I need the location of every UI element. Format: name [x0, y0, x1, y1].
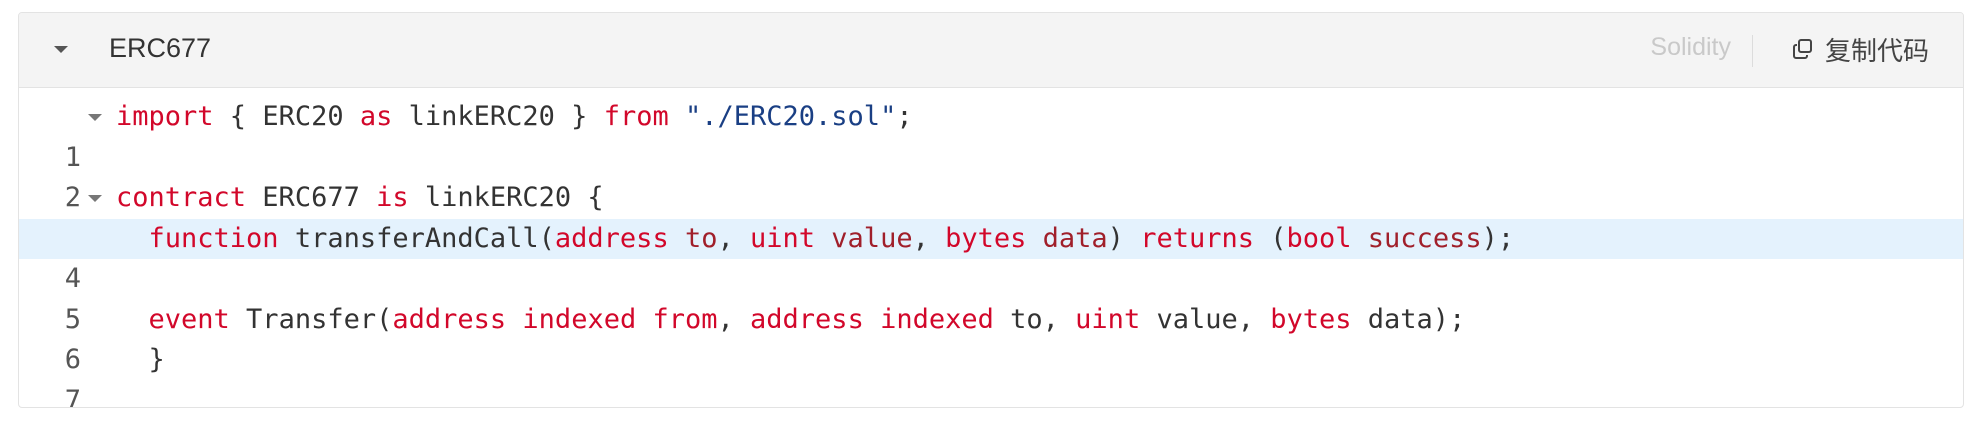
- code-token: [506, 304, 522, 335]
- keyword-token: is: [376, 182, 409, 213]
- keyword-token: address: [750, 303, 864, 335]
- code-token: [669, 223, 685, 254]
- fold-caret-icon[interactable]: [81, 97, 107, 137]
- code-token: }: [116, 344, 165, 375]
- code-token: [1026, 223, 1042, 254]
- code-token: ERC677: [246, 182, 377, 213]
- keyword-token: bool: [1286, 222, 1352, 254]
- line-number: 7: [64, 384, 81, 408]
- code-line: 6 event Transfer(address indexed from, a…: [19, 300, 1963, 376]
- code-line: 3 contract ERC677 is linkERC20 {: [19, 178, 1963, 254]
- copy-icon: [1792, 39, 1812, 59]
- line-number: 2: [64, 182, 81, 213]
- line-number: 1: [64, 141, 81, 173]
- code-token: ,: [912, 222, 946, 254]
- keyword-token: uint: [750, 222, 816, 254]
- code-text: function transferAndCall(address to, uin…: [116, 219, 1515, 260]
- param-token: success: [1367, 222, 1482, 254]
- copy-code-label: 复制代码: [1824, 36, 1929, 67]
- code-line: 7 }: [19, 340, 1963, 407]
- code-token: to,: [993, 303, 1076, 335]
- code-token: ): [1107, 222, 1141, 254]
- header-divider: [1752, 35, 1753, 67]
- code-text: event Transfer(address indexed from, add…: [116, 300, 1466, 341]
- code-token: transferAndCall(: [278, 222, 555, 254]
- code-text: contract ERC677 is linkERC20 {: [116, 178, 604, 219]
- keyword-token: bytes: [1270, 303, 1352, 335]
- code-token: Transfer(: [229, 303, 393, 335]
- code-token: [1352, 223, 1368, 254]
- code-token: linkERC20 }: [392, 101, 604, 132]
- code-token: { ERC20: [213, 101, 360, 132]
- keyword-token: indexed: [880, 303, 994, 335]
- keyword-token: address: [554, 222, 669, 254]
- fold-caret-icon[interactable]: [81, 178, 107, 218]
- code-block-header: ERC677 Solidity 复制代码: [19, 13, 1963, 88]
- code-token: [116, 304, 149, 335]
- code-line-highlighted: 4 function transferAndCall(address to, u…: [19, 218, 1963, 294]
- code-editor[interactable]: 1 import { ERC20 as linkERC20 } from "./…: [19, 97, 1963, 407]
- code-token: value,: [1140, 303, 1271, 335]
- code-token: [669, 101, 685, 132]
- keyword-token: returns: [1140, 222, 1254, 254]
- code-text: import { ERC20 as linkERC20 } from "./ER…: [116, 97, 913, 138]
- keyword-token: contract: [116, 182, 247, 213]
- line-number: 6: [64, 344, 81, 375]
- param-token: data: [1042, 222, 1108, 254]
- param-token: value: [831, 222, 913, 254]
- line-number: 4: [64, 263, 81, 294]
- param-token: to: [684, 222, 718, 254]
- line-number: 5: [64, 303, 81, 335]
- keyword-token: bytes: [945, 222, 1027, 254]
- keyword-token: function: [148, 222, 279, 254]
- code-token: );: [1481, 222, 1515, 254]
- keyword-token: uint: [1075, 303, 1141, 335]
- code-token: [864, 304, 880, 335]
- string-token: "./ERC20.sol": [685, 101, 897, 132]
- code-token: [815, 223, 831, 254]
- keyword-token: indexed: [522, 303, 637, 335]
- code-token: ,: [717, 222, 750, 254]
- code-token: data);: [1351, 303, 1466, 335]
- code-block: ERC677 Solidity 复制代码 1 import { ERC20 as…: [18, 12, 1964, 408]
- keyword-token: from: [652, 303, 718, 335]
- code-line: 2: [19, 138, 1963, 213]
- code-line: 1 import { ERC20 as linkERC20 } from "./…: [19, 97, 1963, 173]
- code-token: ;: [896, 101, 913, 132]
- code-text: }: [116, 340, 165, 381]
- copy-code-button[interactable]: 复制代码: [1791, 29, 1929, 69]
- keyword-token: from: [603, 101, 669, 132]
- code-block-title: ERC677: [109, 33, 212, 63]
- keyword-token: event: [148, 303, 230, 335]
- collapse-caret-icon[interactable]: [49, 37, 73, 61]
- keyword-token: import: [116, 101, 214, 132]
- code-token: [636, 304, 652, 335]
- code-token: (: [1253, 222, 1287, 254]
- keyword-token: as: [359, 101, 393, 132]
- code-line: 5: [19, 259, 1963, 335]
- code-token: linkERC20 {: [408, 182, 604, 213]
- code-token: [116, 223, 149, 254]
- keyword-token: address: [392, 303, 507, 335]
- language-label: Solidity: [1650, 33, 1731, 61]
- code-token: ,: [717, 303, 751, 335]
